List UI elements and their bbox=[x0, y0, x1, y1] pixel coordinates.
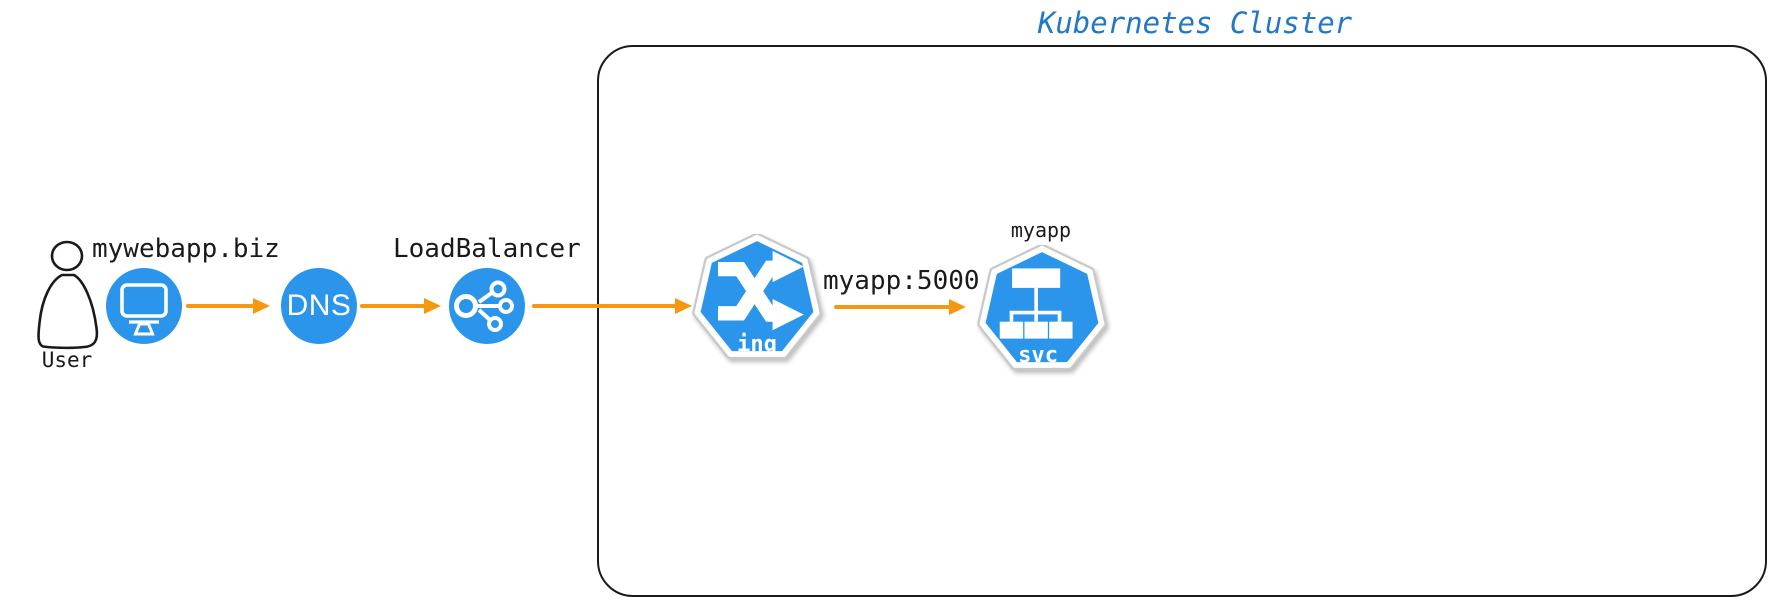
service-tree-glyph bbox=[999, 268, 1073, 339]
arrow-ingress-to-service bbox=[834, 305, 950, 309]
shuffle-arrows-glyph bbox=[718, 250, 804, 331]
service-icon: svc bbox=[977, 245, 1107, 371]
ingress-icon: ing bbox=[692, 234, 822, 360]
arrow-loadbalancer-to-ingress bbox=[532, 304, 676, 308]
arrow-client-to-dns bbox=[186, 304, 254, 308]
service-badge: svc bbox=[1018, 342, 1058, 368]
arrow-dns-to-loadbalancer bbox=[360, 304, 425, 308]
monitor-icon bbox=[120, 283, 168, 336]
hub-spokes-icon bbox=[454, 280, 514, 332]
service-name-label: myapp bbox=[1010, 218, 1072, 242]
person-icon bbox=[37, 240, 99, 350]
ingress-badge: ing bbox=[737, 331, 777, 357]
client-node bbox=[106, 268, 182, 344]
loadbalancer-node bbox=[449, 268, 525, 344]
loadbalancer-label: LoadBalancer bbox=[393, 234, 581, 264]
cluster-title: Kubernetes Cluster bbox=[1037, 6, 1353, 40]
edge-port-label: myapp:5000 bbox=[823, 266, 980, 296]
user-label: User bbox=[41, 348, 93, 372]
dns-label: DNS bbox=[286, 289, 352, 322]
dns-node: DNS bbox=[281, 268, 357, 344]
client-domain-label: mywebapp.biz bbox=[92, 234, 280, 264]
